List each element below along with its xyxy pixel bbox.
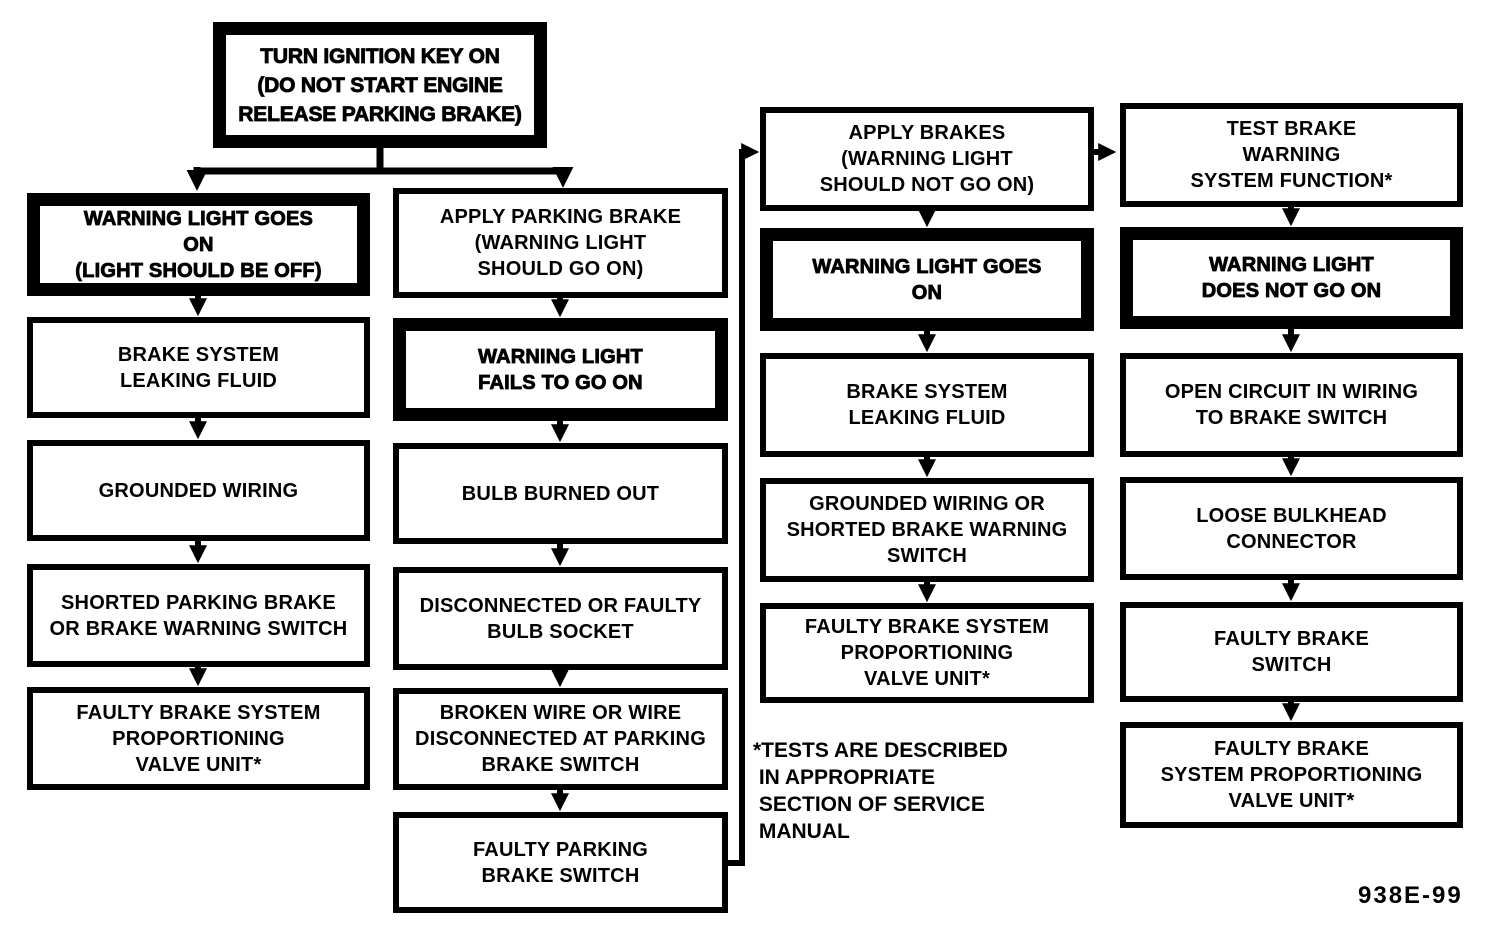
box-bulb-burned-out: BULB BURNED OUT bbox=[393, 443, 728, 544]
box-warning-light-does-not-go-on: WARNING LIGHT DOES NOT GO ON bbox=[1120, 227, 1463, 329]
box-shorted-parking-brake-label: SHORTED PARKING BRAKE OR BRAKE WARNING S… bbox=[49, 591, 348, 640]
box-loose-bulkhead-connector: LOOSE BULKHEAD CONNECTOR bbox=[1120, 477, 1463, 580]
box-loose-bulkhead-connector-label: LOOSE BULKHEAD CONNECTOR bbox=[1196, 504, 1387, 553]
box-disconnected-bulb-socket-label: DISCONNECTED OR FAULTY BULB SOCKET bbox=[419, 594, 702, 643]
box-faulty-parking-brake-switch: FAULTY PARKING BRAKE SWITCH bbox=[393, 812, 728, 913]
tests-footnote: *TESTS ARE DESCRIBED IN APPROPRIATE SECT… bbox=[753, 739, 1008, 843]
box-grounded-or-shorted-switch: GROUNDED WIRING OR SHORTED BRAKE WARNING… bbox=[760, 478, 1094, 582]
box-broken-wire: BROKEN WIRE OR WIRE DISCONNECTED AT PARK… bbox=[393, 688, 728, 790]
box-bulb-burned-out-label: BULB BURNED OUT bbox=[461, 482, 660, 505]
box-warning-light-fails-to-go-on-label: WARNING LIGHT FAILS TO GO ON bbox=[478, 345, 643, 394]
box-brake-system-leaking-fluid-2: BRAKE SYSTEM LEAKING FLUID bbox=[760, 353, 1094, 457]
box-warning-light-fails-to-go-on: WARNING LIGHT FAILS TO GO ON bbox=[393, 318, 728, 421]
box-broken-wire-label: BROKEN WIRE OR WIRE DISCONNECTED AT PARK… bbox=[415, 702, 706, 776]
box-grounded-wiring-label: GROUNDED WIRING bbox=[98, 479, 299, 502]
feedback-connector bbox=[725, 143, 760, 866]
box-grounded-wiring: GROUNDED WIRING bbox=[27, 440, 370, 541]
box-open-circuit-wiring-label: OPEN CIRCUIT IN WIRING TO BRAKE SWITCH bbox=[1164, 381, 1419, 429]
box-disconnected-bulb-socket: DISCONNECTED OR FAULTY BULB SOCKET bbox=[393, 567, 728, 670]
box-brake-system-leaking-fluid-1-label: BRAKE SYSTEM LEAKING FLUID bbox=[117, 343, 280, 392]
box-faulty-proportioning-valve-2-label: FAULTY BRAKE SYSTEM PROPORTIONING VALVE … bbox=[804, 616, 1050, 690]
box-faulty-brake-switch: FAULTY BRAKE SWITCH bbox=[1120, 602, 1463, 702]
box-faulty-parking-brake-switch-label: FAULTY PARKING BRAKE SWITCH bbox=[472, 838, 649, 887]
box-test-brake-warning-system: TEST BRAKE WARNING SYSTEM FUNCTION* bbox=[1120, 103, 1463, 207]
box-turn-ignition-key-on-label: TURN IGNITION KEY ON (DO NOT START ENGIN… bbox=[238, 44, 522, 126]
box-warning-light-does-not-go-on-label: WARNING LIGHT DOES NOT GO ON bbox=[1201, 254, 1382, 303]
box-shorted-parking-brake: SHORTED PARKING BRAKE OR BRAKE WARNING S… bbox=[27, 564, 370, 667]
box-apply-brakes: APPLY BRAKES (WARNING LIGHT SHOULD NOT G… bbox=[760, 107, 1094, 211]
box-faulty-proportioning-valve-2: FAULTY BRAKE SYSTEM PROPORTIONING VALVE … bbox=[760, 603, 1094, 703]
box-grounded-or-shorted-switch-label: GROUNDED WIRING OR SHORTED BRAKE WARNING… bbox=[786, 493, 1068, 567]
box-brake-system-leaking-fluid-2-label: BRAKE SYSTEM LEAKING FLUID bbox=[846, 381, 1008, 429]
box-faulty-proportioning-valve-1: FAULTY BRAKE SYSTEM PROPORTIONING VALVE … bbox=[27, 687, 370, 790]
box-faulty-proportioning-valve-1-label: FAULTY BRAKE SYSTEM PROPORTIONING VALVE … bbox=[76, 701, 321, 776]
box-apply-parking-brake-label: APPLY PARKING BRAKE (WARNING LIGHT SHOUL… bbox=[439, 206, 682, 280]
box-warning-light-goes-on-label: WARNING LIGHT GOES ON (LIGHT SHOULD BE O… bbox=[75, 207, 322, 282]
box-faulty-brake-switch-label: FAULTY BRAKE SWITCH bbox=[1214, 628, 1369, 676]
box-brake-system-leaking-fluid-1: BRAKE SYSTEM LEAKING FLUID bbox=[27, 317, 370, 418]
box-faulty-proportioning-valve-3-label: FAULTY BRAKE SYSTEM PROPORTIONING VALVE … bbox=[1160, 738, 1423, 812]
box-test-brake-warning-system-label: TEST BRAKE WARNING SYSTEM FUNCTION* bbox=[1190, 118, 1393, 192]
box-open-circuit-wiring: OPEN CIRCUIT IN WIRING TO BRAKE SWITCH bbox=[1120, 353, 1463, 457]
box-warning-light-goes-on-2-label: WARNING LIGHT GOES ON bbox=[812, 255, 1042, 304]
box-warning-light-goes-on-2: WARNING LIGHT GOES ON bbox=[760, 228, 1094, 331]
box-turn-ignition-key-on: TURN IGNITION KEY ON (DO NOT START ENGIN… bbox=[213, 22, 547, 148]
box-apply-parking-brake: APPLY PARKING BRAKE (WARNING LIGHT SHOUL… bbox=[393, 188, 728, 298]
box-warning-light-goes-on: WARNING LIGHT GOES ON (LIGHT SHOULD BE O… bbox=[27, 193, 370, 296]
box-faulty-proportioning-valve-3: FAULTY BRAKE SYSTEM PROPORTIONING VALVE … bbox=[1120, 722, 1463, 828]
box-apply-brakes-label: APPLY BRAKES (WARNING LIGHT SHOULD NOT G… bbox=[819, 122, 1035, 196]
start-branch-connector bbox=[186, 145, 574, 191]
figure-code: 938E-99 bbox=[1358, 882, 1463, 909]
